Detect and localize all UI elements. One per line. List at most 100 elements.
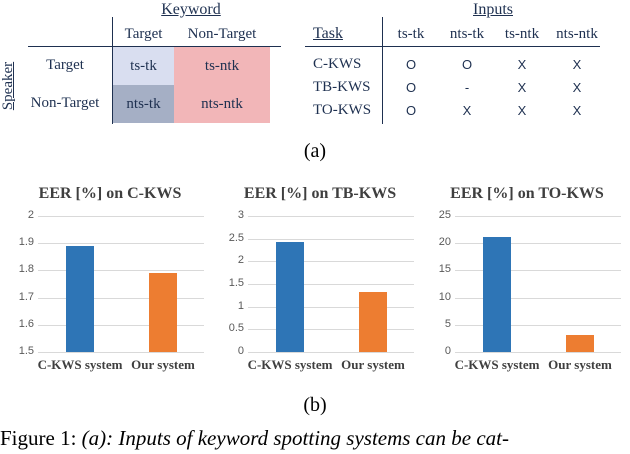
mark-cell-C-KWS-ts-ntk: X — [517, 57, 527, 72]
y-tick-label: 1.9 — [18, 236, 34, 248]
matrix-header-rule — [28, 46, 281, 47]
gridline — [38, 243, 204, 244]
chart-title: EER [%] on C-KWS — [38, 185, 182, 202]
bar-c-kws-system — [66, 246, 94, 352]
bar-c-kws-system — [483, 237, 511, 352]
task-cell-TB-KWS: TB-KWS — [313, 79, 371, 95]
figure-caption: Figure 1: (a): Inputs of keyword spottin… — [0, 426, 630, 451]
y-tick-label: 2.5 — [228, 232, 244, 244]
inputs-group-label: Inputs — [473, 1, 513, 18]
task-cell-C-KWS: C-KWS — [313, 56, 362, 72]
gridline — [455, 270, 621, 271]
mark-cell-TO-KWS-ts-tk: O — [405, 103, 417, 118]
matrix-col-header-target: Target — [124, 26, 163, 42]
y-tick-label: 1.7 — [18, 291, 34, 303]
mark-cell-TO-KWS-ts-ntk: X — [517, 103, 527, 118]
plot-area — [38, 216, 204, 353]
gridline — [455, 298, 621, 299]
matrix-column-rule — [112, 17, 113, 124]
inputs-table: Inputs Task ts-tk nts-tk ts-ntk nts-ntk C-K… — [305, 0, 620, 140]
keyword-speaker-table: Keyword Speaker Target Non-Target Target… — [0, 0, 290, 140]
matrix-cell-ts-tk: ts-tk — [113, 47, 174, 85]
y-tick-label: 10 — [438, 291, 451, 303]
y-tick-label: 1.6 — [18, 318, 34, 330]
y-tick-label: 5 — [444, 318, 451, 330]
y-tick-label: 25 — [438, 209, 451, 221]
y-tick-label: 1.5 — [18, 345, 34, 357]
inputs-col-header-ts-ntk: ts-ntk — [504, 26, 540, 42]
task-column-header: Task — [313, 25, 343, 42]
y-tick-label: 0 — [444, 345, 451, 357]
category-label: Our system — [341, 357, 405, 372]
gridline — [248, 284, 414, 285]
chart-title: EER [%] on TO-KWS — [450, 185, 604, 202]
gridline — [455, 352, 621, 353]
matrix-cell-nts-ntk: nts-ntk — [174, 85, 270, 123]
gridline — [38, 270, 204, 271]
matrix-cell-ts-ntk: ts-ntk — [174, 47, 270, 85]
inputs-header-rule — [305, 46, 600, 47]
y-tick-label: 0.5 — [228, 322, 244, 334]
y-tick-label: 0 — [237, 345, 244, 357]
gridline — [455, 243, 621, 244]
task-cell-TO-KWS: TO-KWS — [313, 102, 372, 118]
panel-b-label: (b) — [303, 394, 327, 416]
inputs-row-TO-KWS: TO-KWS O X X X — [305, 100, 605, 122]
gridline — [248, 307, 414, 308]
category-label: C-KWS system — [37, 357, 123, 372]
mark-cell-C-KWS-nts-ntk: X — [572, 57, 582, 72]
y-tick-label: 1 — [237, 300, 244, 312]
mark-cell-TB-KWS-nts-tk: - — [464, 80, 470, 95]
caption-italic-text: (a): Inputs of keyword spotting systems … — [81, 426, 509, 450]
plot-area — [455, 216, 621, 353]
inputs-col-header-ts-tk: ts-tk — [397, 26, 425, 42]
category-label: Our system — [548, 357, 612, 372]
chart-title: EER [%] on TB-KWS — [243, 185, 397, 202]
matrix-row-header-target: Target — [46, 57, 84, 73]
y-tick-label: 15 — [438, 263, 451, 275]
inputs-row-C-KWS: C-KWS O O X X — [305, 54, 605, 76]
gridline — [248, 216, 414, 217]
gridline — [248, 352, 414, 353]
category-label: C-KWS system — [454, 357, 540, 372]
matrix-row-header-non-target: Non-Target — [30, 95, 100, 111]
inputs-col-header-nts-ntk: nts-ntk — [556, 26, 598, 42]
category-label: Our system — [131, 357, 195, 372]
mark-cell-C-KWS-ts-tk: O — [405, 57, 417, 72]
bar-our-system — [149, 273, 177, 352]
gridline — [455, 216, 621, 217]
bar-our-system — [359, 292, 387, 352]
gridline — [38, 325, 204, 326]
inputs-col-header-nts-tk: nts-tk — [449, 26, 485, 42]
mark-cell-TO-KWS-nts-ntk: X — [572, 103, 582, 118]
gridline — [38, 216, 204, 217]
caption-prefix: Figure 1: — [0, 426, 77, 450]
speaker-group-label: Speaker — [0, 61, 16, 111]
gridline — [248, 239, 414, 240]
y-tick-label: 2 — [237, 254, 244, 266]
keyword-group-label: Keyword — [161, 1, 221, 18]
mark-cell-C-KWS-nts-tk: O — [461, 57, 473, 72]
inputs-row-TB-KWS: TB-KWS O - X X — [305, 77, 605, 99]
y-tick-label: 3 — [237, 209, 244, 221]
gridline — [38, 352, 204, 353]
gridline — [248, 329, 414, 330]
y-tick-label: 2 — [27, 209, 34, 221]
matrix-col-header-non-target: Non-Target — [187, 26, 257, 42]
mark-cell-TB-KWS-ts-ntk: X — [517, 80, 527, 95]
gridline — [455, 325, 621, 326]
bar-our-system — [566, 335, 594, 352]
y-tick-label: 1.8 — [18, 263, 34, 275]
panel-a-label: (a) — [303, 140, 327, 162]
category-label: C-KWS system — [247, 357, 333, 372]
mark-cell-TB-KWS-nts-ntk: X — [572, 80, 582, 95]
gridline — [248, 261, 414, 262]
gridline — [38, 298, 204, 299]
y-tick-label: 20 — [438, 236, 451, 248]
mark-cell-TO-KWS-nts-tk: X — [462, 103, 472, 118]
mark-cell-TB-KWS-ts-tk: O — [405, 80, 417, 95]
